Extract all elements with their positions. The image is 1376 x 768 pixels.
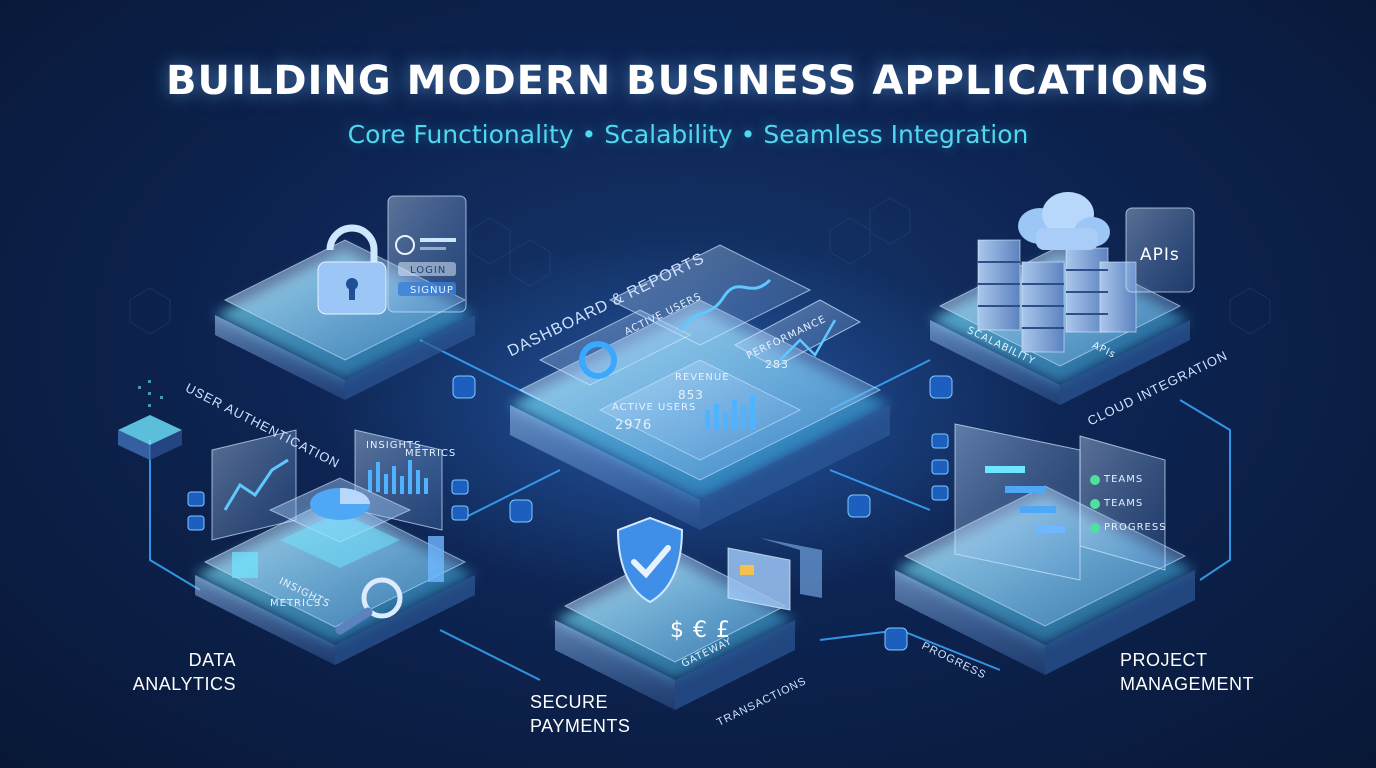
gantt-chart-icon <box>985 466 1065 533</box>
login-card <box>387 195 467 313</box>
cube-node <box>118 380 182 460</box>
analytics-platform <box>187 429 475 665</box>
performance-value: 283 <box>765 358 789 371</box>
payments-label-line2: PAYMENTS <box>530 716 631 736</box>
teams-text-1: TEAMS <box>1104 474 1144 485</box>
payments-label-line1: SECURE <box>530 692 609 712</box>
metrics-text: METRICS <box>405 448 457 459</box>
progress-text: PROGRESS <box>1104 522 1167 533</box>
active-users-text-2: ACTIVE USERS <box>612 402 697 413</box>
donut-chart-icon <box>579 341 617 379</box>
server-stack-icon <box>977 239 1137 353</box>
trend-line-icon <box>223 458 289 511</box>
user-icon <box>395 235 415 255</box>
metrics-platform-text: METRICS <box>270 598 322 609</box>
pie-chart-icon <box>310 488 370 520</box>
revenue-value: 853 <box>678 388 704 402</box>
cloud-platform <box>930 192 1195 405</box>
revenue-text: REVENUE <box>675 372 730 383</box>
apis-badge <box>1125 207 1195 293</box>
credit-card-icon <box>727 538 822 611</box>
project-label-line1: PROJECT <box>1120 650 1208 670</box>
auth-platform <box>215 195 475 400</box>
insights-text: INSIGHTS <box>366 440 422 451</box>
payments-platform <box>555 516 822 710</box>
project-platform <box>895 423 1195 675</box>
bar-chart-icon <box>705 396 755 430</box>
active-users-value: 2976 <box>615 418 653 433</box>
background-hex-pattern <box>129 197 1271 335</box>
check-icon <box>1090 475 1100 485</box>
analytics-label-line1: DATA <box>188 650 236 670</box>
shield-check-icon <box>616 516 684 604</box>
page-title: BUILDING MODERN BUSINESS APPLICATIONS <box>165 58 1211 104</box>
login-text: LOGIN <box>410 265 447 276</box>
connector-nodes <box>452 375 953 651</box>
magnifier-icon <box>335 577 403 635</box>
teams-text-2: TEAMS <box>1104 498 1144 509</box>
apis-badge-text: APIs <box>1140 245 1180 265</box>
signup-text: SIGNUP <box>410 285 454 296</box>
currency-text: $ € £ <box>670 618 731 643</box>
dashboard-platform <box>510 244 890 530</box>
line-chart-icon <box>678 278 772 331</box>
analytics-label-line2: ANALYTICS <box>132 674 236 694</box>
analytics-label: DATA ANALYTICS <box>128 648 236 696</box>
payments-label: SECURE PAYMENTS <box>530 690 630 738</box>
lock-icon <box>317 224 387 315</box>
cloud-icon <box>1018 192 1110 250</box>
project-label-line2: MANAGEMENT <box>1120 674 1255 694</box>
project-label: PROJECT MANAGEMENT <box>1120 648 1254 696</box>
page-subtitle: Core Functionality • Scalability • Seaml… <box>347 120 1029 149</box>
